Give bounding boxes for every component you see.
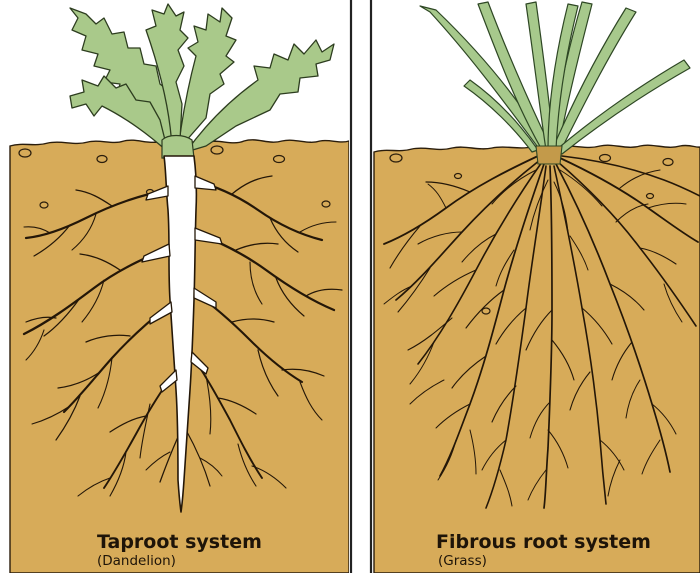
dandelion-leaves	[70, 4, 334, 158]
fibrous-panel: Fibrous root system (Grass)	[374, 2, 700, 573]
panel-divider	[349, 0, 373, 573]
leaf-base	[162, 136, 194, 159]
fibrous-title: Fibrous root system	[436, 531, 651, 553]
fibrous-subtitle: (Grass)	[438, 553, 487, 569]
taproot-title: Taproot system	[97, 531, 262, 553]
grass-crown	[536, 146, 562, 164]
taproot-subtitle: (Dandelion)	[97, 553, 176, 569]
grass-blades	[420, 2, 690, 164]
taproot-panel: Taproot system (Dandelion)	[10, 4, 349, 573]
